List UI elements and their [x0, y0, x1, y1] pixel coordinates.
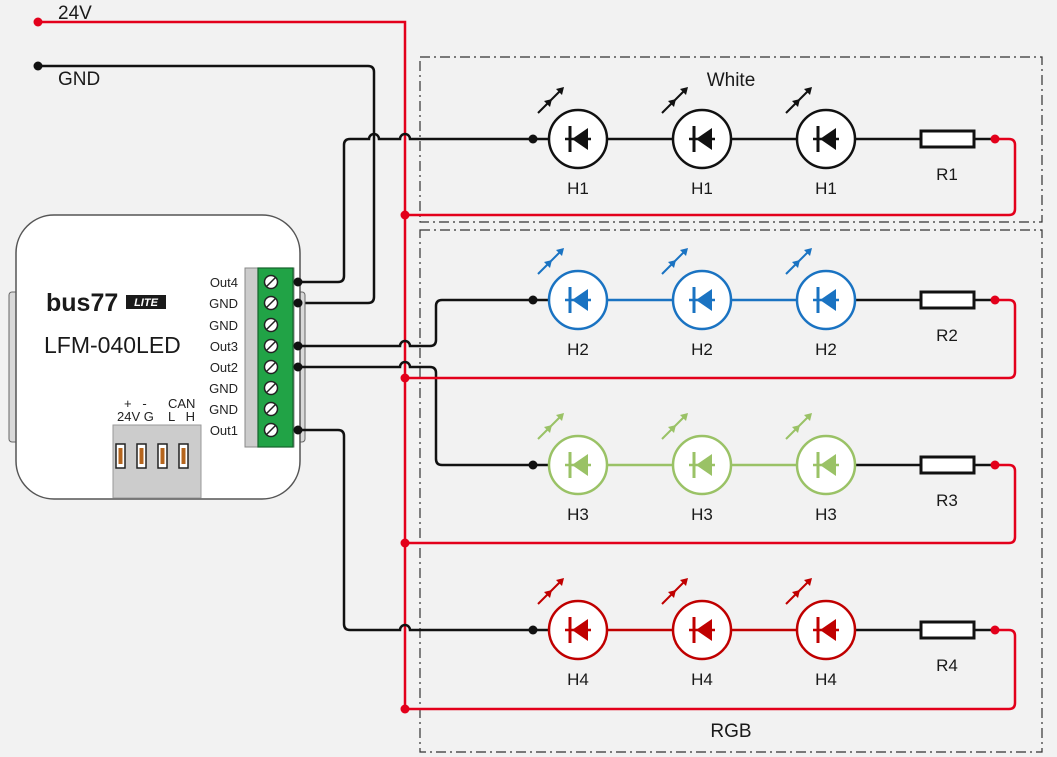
resistor-label: R4: [936, 656, 958, 675]
channel-3: H3 H3 H3 R3: [400, 413, 1017, 548]
led-label: H2: [567, 340, 589, 359]
led-label: H4: [567, 670, 589, 689]
led-symbol: H4: [537, 578, 609, 689]
brand-badge: [126, 295, 166, 309]
out2-node: [293, 362, 303, 372]
led-label: H1: [815, 179, 837, 198]
terminal-label: GND: [209, 402, 238, 417]
led-label: H3: [567, 505, 589, 524]
junction-dot: [990, 134, 1000, 144]
terminal-label: Out4: [210, 275, 238, 290]
channel-4: H4 H4 H4 R4: [400, 578, 1017, 714]
module-body: [15, 214, 301, 500]
return-wire-24v: [405, 628, 1017, 711]
out3-node: [293, 341, 303, 351]
rgb-group-label: RGB: [710, 721, 751, 742]
return-wire-24v: [405, 137, 1017, 217]
terminal-label: Out1: [210, 423, 238, 438]
resistor-label: R3: [936, 491, 958, 510]
resistor-symbol: [919, 129, 976, 149]
junction-dot: [400, 704, 410, 714]
rgb-group-frame: [419, 229, 1043, 753]
resistor-symbol: [919, 290, 976, 310]
led-symbol: H2: [661, 248, 733, 359]
power-label-bottom: 24V G: [117, 409, 154, 424]
junction-dot: [400, 210, 410, 220]
led-symbol: H3: [661, 413, 733, 524]
junction-dot: [528, 460, 538, 470]
junction-dot: [528, 625, 538, 635]
led-label: H1: [691, 179, 713, 198]
supply-gnd: GND: [33, 61, 376, 305]
out3-wire: [298, 298, 533, 348]
model-label: LFM-040LED: [44, 332, 181, 358]
junction-dot: [990, 295, 1000, 305]
led-label: H4: [691, 670, 713, 689]
terminal-block: [257, 267, 294, 448]
24v-label: 24V: [58, 3, 92, 24]
terminal-label: GND: [209, 318, 238, 333]
junction-dot: [400, 538, 410, 548]
led-label: H4: [815, 670, 837, 689]
led-symbol: H4: [785, 578, 857, 689]
terminal-label: Out3: [210, 339, 238, 354]
supply-24v: 24V: [33, 3, 407, 710]
terminal-label: Out2: [210, 360, 238, 375]
return-wire-24v: [405, 298, 1017, 380]
led-symbol: H1: [785, 87, 857, 198]
lfm-040led-module: bus77 LITE LFM-040LED + - 24V G CAN L H …: [8, 214, 306, 500]
brand-logo: bus77: [46, 289, 118, 317]
led-symbol: H3: [785, 413, 857, 524]
led-label: H3: [691, 505, 713, 524]
24v-rail: [38, 20, 407, 710]
can-label-bottom: L H: [168, 409, 195, 424]
resistor-symbol: [919, 455, 976, 475]
led-label: H2: [815, 340, 837, 359]
gnd-label: GND: [58, 69, 100, 90]
out1-node: [293, 425, 303, 435]
brand-badge-text: LITE: [134, 297, 158, 309]
junction-dot: [528, 295, 538, 305]
return-wire-24v: [405, 463, 1017, 545]
channel-1: H1 H1 H1 R1: [400, 87, 1017, 220]
power-label-top: + -: [124, 396, 147, 411]
led-label: H3: [815, 505, 837, 524]
led-label: H2: [691, 340, 713, 359]
white-group-frame: [419, 56, 1043, 223]
channel-2: H2 H2 H2 R2: [400, 248, 1017, 383]
resistor-label: R1: [936, 165, 958, 184]
out4-node: [293, 277, 303, 287]
white-group-label: White: [707, 70, 756, 91]
terminal-label: GND: [209, 381, 238, 396]
led-symbol: H3: [537, 413, 609, 524]
out4-wire: [298, 132, 533, 284]
junction-dot: [990, 460, 1000, 470]
led-symbol: H2: [785, 248, 857, 359]
led-label: H1: [567, 179, 589, 198]
led-symbol: H1: [661, 87, 733, 198]
can-label-top: CAN: [168, 396, 195, 411]
out1-wire: [298, 428, 533, 632]
led-symbol: H2: [537, 248, 609, 359]
24v-terminal-dot: [33, 17, 43, 27]
led-symbol: H4: [661, 578, 733, 689]
led-symbol: H1: [537, 87, 609, 198]
junction-dot: [990, 625, 1000, 635]
output-wiring: [293, 132, 533, 632]
gnd-terminal-dot: [33, 61, 43, 71]
resistor-symbol: [919, 620, 976, 640]
gnd-node: [293, 298, 303, 308]
junction-dot: [528, 134, 538, 144]
gnd-wire: [38, 64, 376, 305]
out2-wire: [298, 360, 533, 467]
resistor-label: R2: [936, 326, 958, 345]
terminal-label: GND: [209, 296, 238, 311]
junction-dot: [400, 373, 410, 383]
